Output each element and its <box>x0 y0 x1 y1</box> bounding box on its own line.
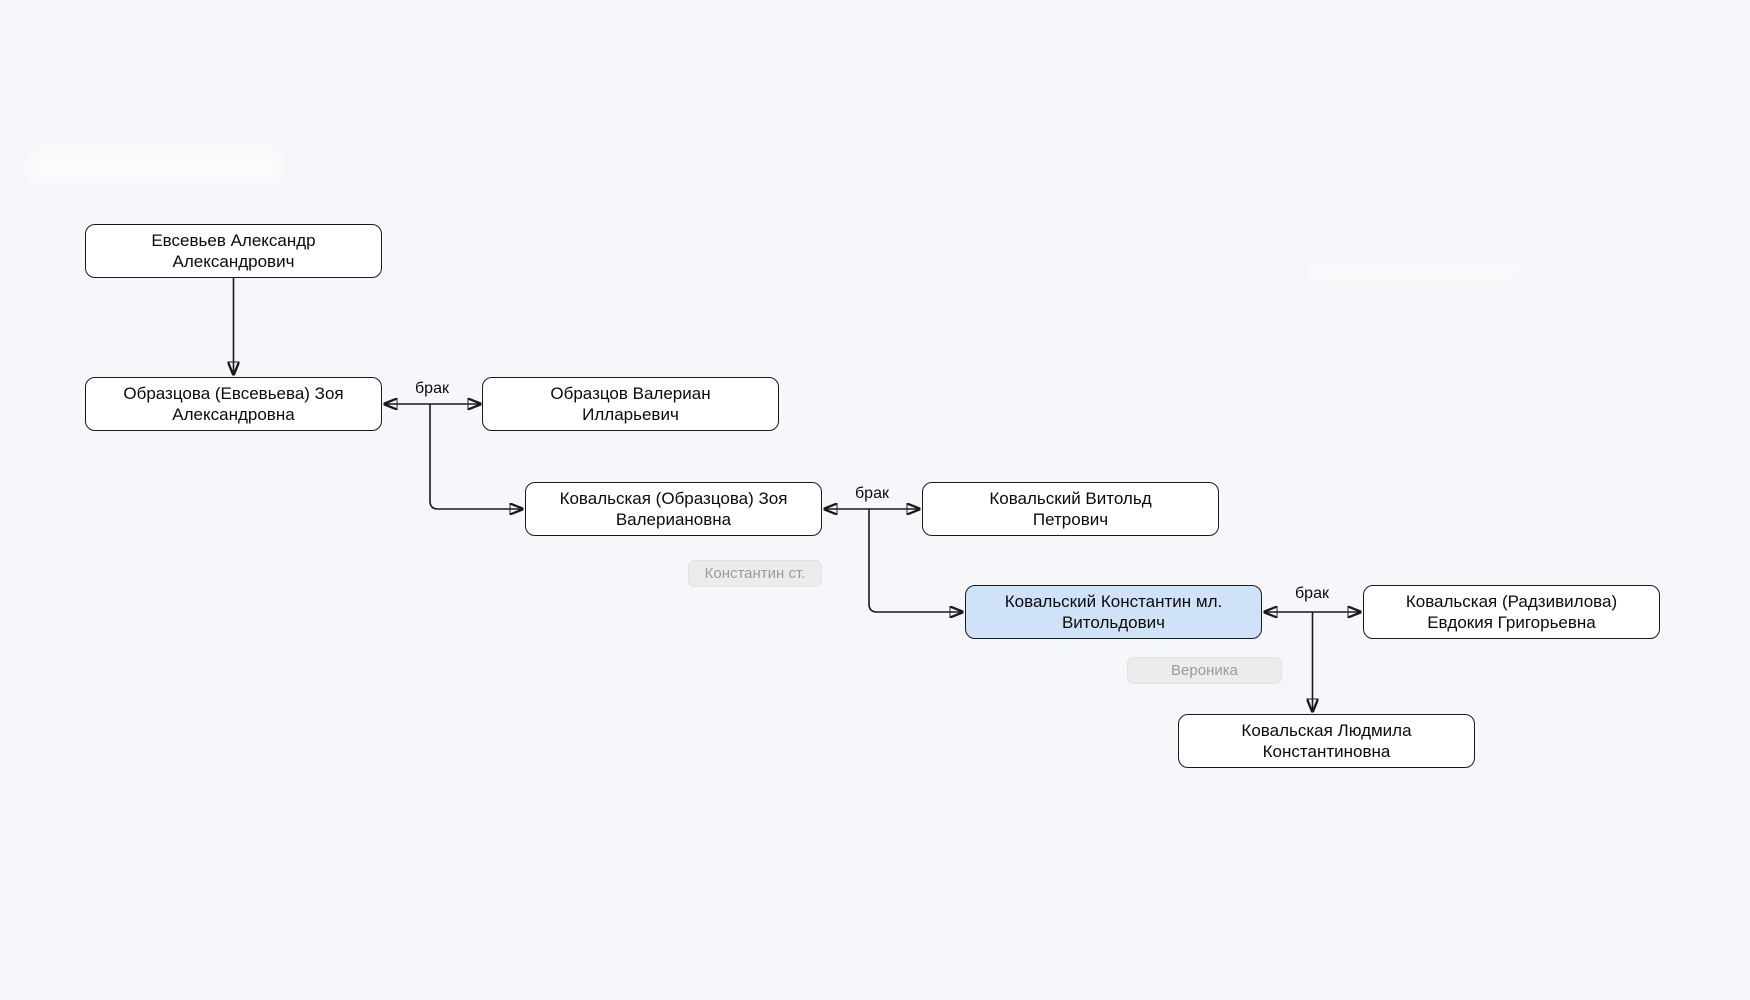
person-name-line: Образцова (Евсевьева) Зоя <box>123 384 344 403</box>
person-name-line: Евсевьев Александр <box>151 231 316 250</box>
person-node-kovalsky-vitold[interactable]: Ковальский Витольд Петрович <box>922 482 1219 536</box>
badge-konstantin-st[interactable]: Константин ст. <box>688 560 822 587</box>
badge-veronika[interactable]: Вероника <box>1127 657 1282 684</box>
person-name-line: Илларьевич <box>582 405 679 424</box>
person-name-line: Евдокия Григорьевна <box>1427 613 1596 632</box>
person-name-line: Ковальский Витольд <box>989 489 1152 508</box>
faded-watermark <box>30 150 280 182</box>
person-name-line: Александрович <box>172 252 295 271</box>
faded-watermark-2 <box>1308 264 1520 278</box>
person-node-kovalskaya-evdokia[interactable]: Ковальская (Радзивилова) Евдокия Григорь… <box>1363 585 1660 639</box>
person-name-line: Валериановна <box>615 510 732 529</box>
person-name-line: Ковальская (Образцова) Зоя <box>559 489 788 508</box>
person-node-kovalskaya-zoya[interactable]: Ковальская (Образцова) Зоя Валериановна <box>525 482 822 536</box>
person-name-line: Ковальская (Радзивилова) <box>1405 592 1618 611</box>
badge-label: Константин ст. <box>704 565 806 582</box>
person-name-line: Образцов Валериан <box>550 384 711 403</box>
marriage-label-2: брак <box>855 485 889 502</box>
person-name-line: Петрович <box>1032 510 1109 529</box>
marriage-label-1: брак <box>415 380 449 397</box>
person-node-obraztsov-valerian[interactable]: Образцов Валериан Илларьевич <box>482 377 779 431</box>
badge-label: Вероника <box>1171 662 1238 679</box>
marriage-label-3: брак <box>1295 585 1329 602</box>
person-node-obraztsova-zoya[interactable]: Образцова (Евсевьева) Зоя Александровна <box>85 377 382 431</box>
connector-child-1 <box>429 404 523 509</box>
person-name-line: Ковальский Константин мл. <box>1004 592 1223 611</box>
person-name-line: Витольдович <box>1061 613 1166 632</box>
person-node-kovalsky-konstantin-ml-selected[interactable]: Ковальский Константин мл. Витольдович <box>965 585 1262 639</box>
person-name-line: Александровна <box>172 405 295 424</box>
person-name-line: Ковальская Людмила <box>1241 721 1412 740</box>
person-node-kovalskaya-lyudmila[interactable]: Ковальская Людмила Константиновна <box>1178 714 1475 768</box>
person-name-line: Константиновна <box>1262 742 1391 761</box>
connector-child-2 <box>868 509 963 612</box>
person-node-evsevev-aleksandr[interactable]: Евсевьев Александр Александрович <box>85 224 382 278</box>
